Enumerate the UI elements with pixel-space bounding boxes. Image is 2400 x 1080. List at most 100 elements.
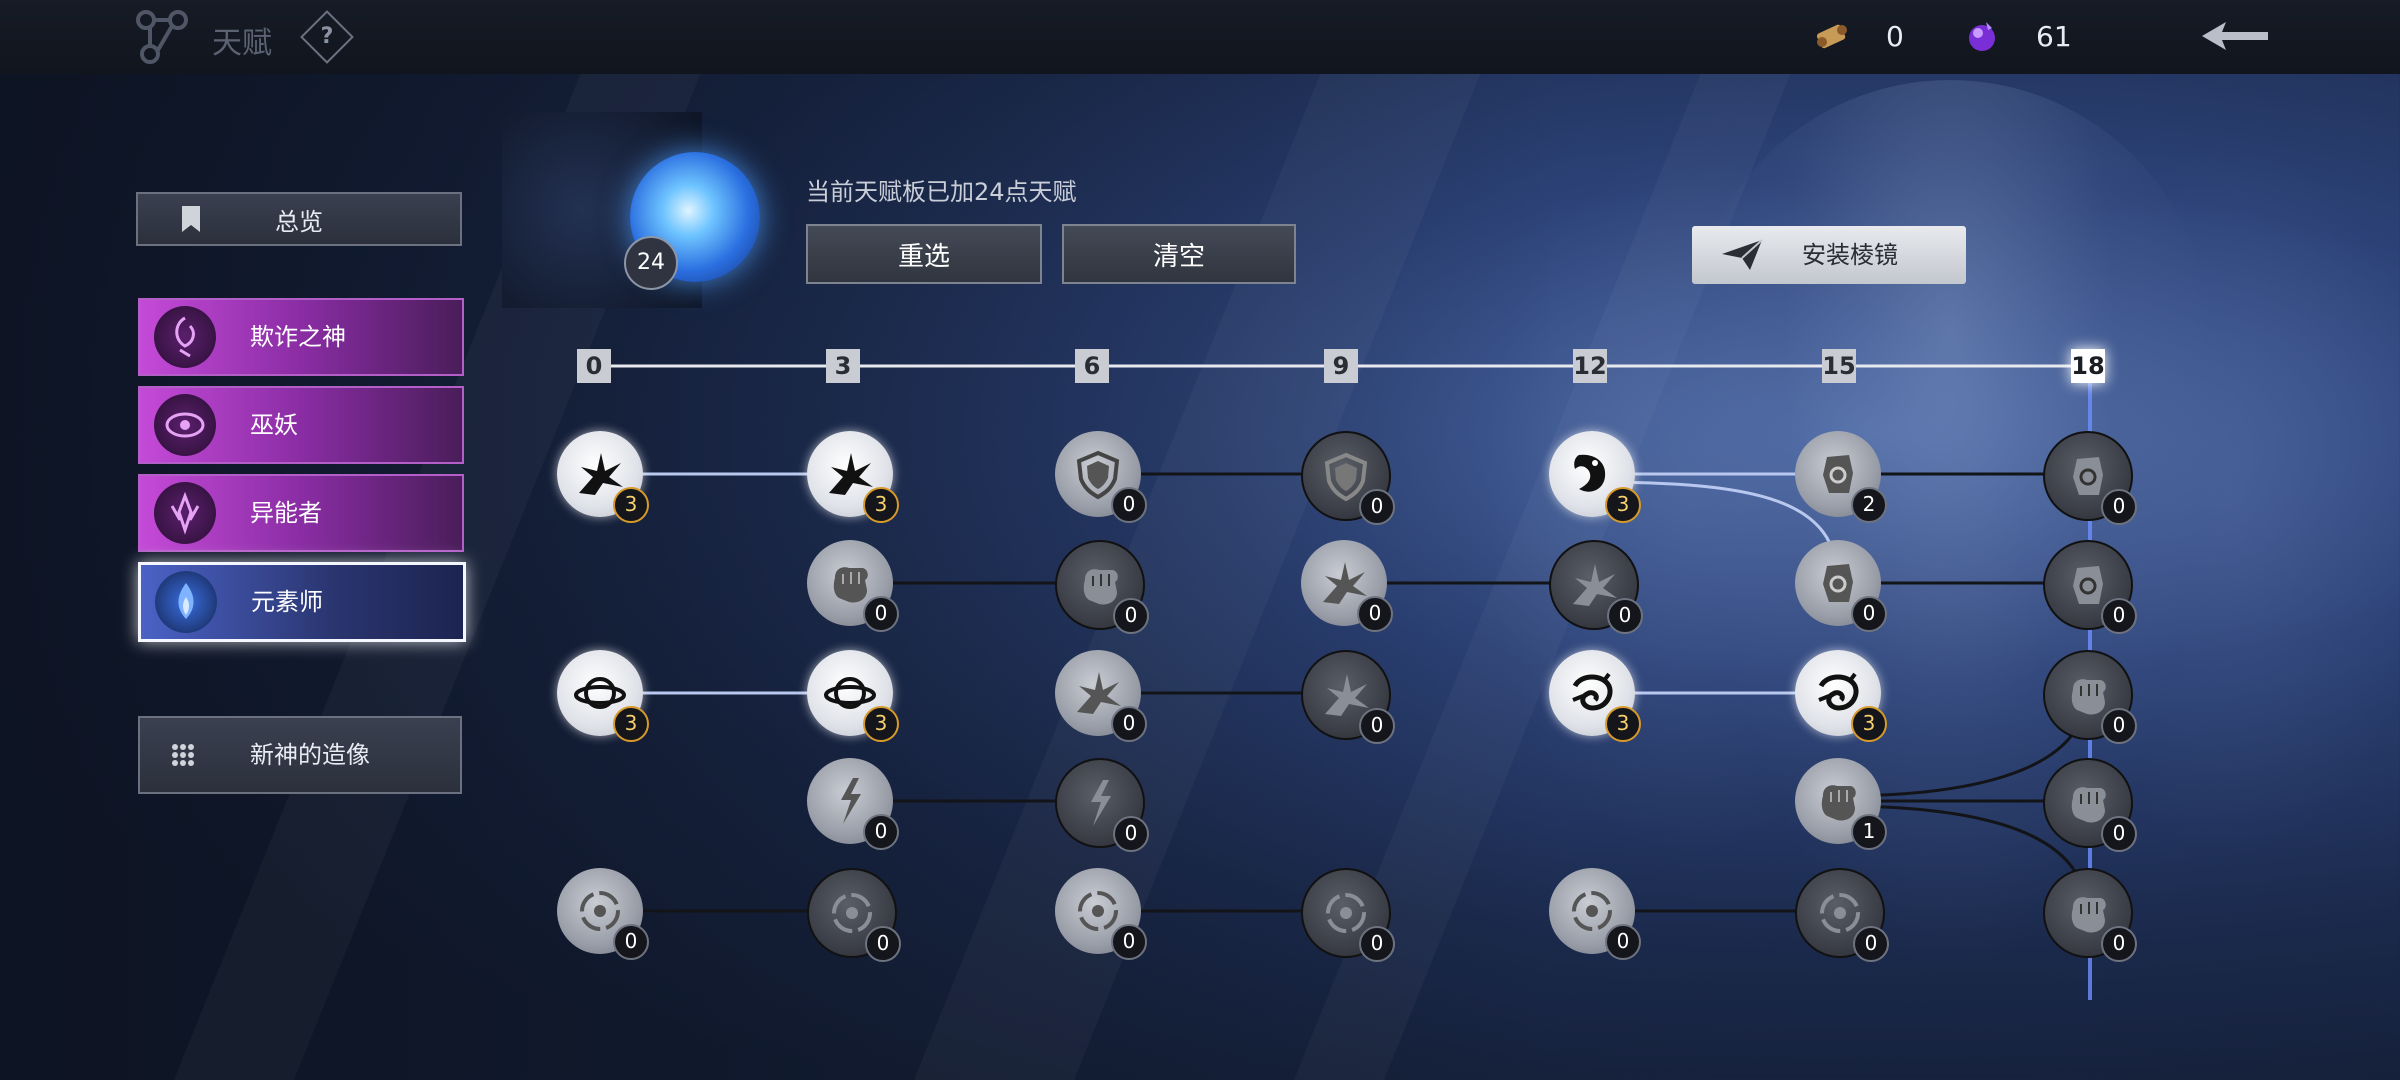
talent-count: 2 [1851, 487, 1887, 523]
category-label: 元素师 [251, 588, 323, 616]
elementalist-flame-icon [155, 571, 217, 633]
talent-network-icon [136, 10, 188, 64]
category-elementalist[interactable]: 元素师 [138, 562, 466, 642]
talent-node[interactable]: 0 [1055, 758, 1149, 852]
talent-count: 0 [1359, 708, 1395, 744]
talent-count: 0 [2101, 926, 2137, 962]
talent-count: 0 [1359, 489, 1395, 525]
fist-icon [833, 567, 868, 603]
talent-node[interactable]: 0 [1795, 540, 1887, 632]
scroll-icon [1816, 24, 1847, 49]
talent-node[interactable]: 0 [1301, 431, 1395, 525]
reset-button[interactable]: 重选 [806, 224, 1042, 284]
category-esper[interactable]: 异能者 [138, 474, 464, 552]
fist-icon [1821, 785, 1856, 821]
talent-count: 0 [863, 596, 899, 632]
burst-icon [829, 453, 873, 495]
tier-tick: 12 [1573, 349, 1607, 383]
category-lich[interactable]: 巫妖 [138, 386, 464, 464]
beast-icon [1574, 454, 1606, 492]
overview-label: 总览 [275, 207, 323, 236]
element-cycle-icon [832, 893, 872, 933]
talent-count: 3 [863, 487, 899, 523]
bookmark-icon [182, 206, 200, 232]
clear-label: 清空 [1152, 241, 1205, 272]
element-cycle-icon [580, 891, 620, 931]
talent-count: 0 [1111, 924, 1147, 960]
lich-eye-icon [154, 394, 216, 456]
talent-node[interactable]: 0 [807, 540, 899, 632]
talent-node[interactable]: 0 [1301, 540, 1393, 632]
talent-count: 3 [1851, 706, 1887, 742]
fist-icon [2071, 897, 2106, 933]
burst-icon [1077, 672, 1121, 714]
tier-tick: 0 [577, 349, 611, 383]
talent-count: 3 [1605, 706, 1641, 742]
talent-count: 0 [1605, 924, 1641, 960]
talent-count: 0 [613, 924, 649, 960]
talent-node[interactable]: 0 [807, 758, 899, 850]
tier-tick: 9 [1324, 349, 1358, 383]
grid-dots-icon [172, 744, 194, 766]
talent-node[interactable]: 0 [1549, 868, 1641, 960]
element-cycle-icon [1820, 893, 1860, 933]
talent-node[interactable]: 0 [1549, 540, 1643, 634]
resource-crystal: 61 [1962, 18, 2072, 54]
talent-count: 1 [1851, 814, 1887, 850]
talent-node[interactable]: 0 [2043, 868, 2137, 962]
talent-node[interactable]: 0 [557, 868, 649, 960]
gauntlet-icon [1823, 455, 1853, 493]
talent-node[interactable]: 3 [1795, 650, 1887, 742]
talent-count: 0 [1111, 706, 1147, 742]
clear-button[interactable]: 清空 [1062, 224, 1296, 284]
talent-node[interactable]: 2 [1795, 431, 1887, 523]
install-prism-label: 安装棱镜 [1802, 241, 1898, 269]
talent-count: 0 [1357, 596, 1393, 632]
tier-tick-current: 18 [2071, 349, 2105, 383]
back-arrow-icon[interactable] [2200, 20, 2270, 52]
talent-node[interactable]: 3 [1549, 431, 1641, 523]
category-label: 异能者 [250, 499, 322, 527]
new-god-statue-button[interactable]: 新神的造像 [138, 716, 462, 794]
talent-node[interactable]: 3 [557, 431, 649, 523]
talent-node[interactable]: 0 [1055, 540, 1149, 634]
overview-button[interactable]: 总览 [136, 192, 462, 246]
talent-node[interactable]: 0 [1055, 650, 1147, 742]
talent-count: 0 [2101, 816, 2137, 852]
element-cycle-icon [1078, 891, 1118, 931]
talent-node[interactable]: 3 [807, 650, 899, 742]
category-trickster-god[interactable]: 欺诈之神 [138, 298, 464, 376]
burst-icon [579, 453, 623, 495]
talent-node[interactable]: 3 [557, 650, 649, 742]
category-label: 欺诈之神 [250, 323, 346, 351]
talent-node[interactable]: 0 [1301, 868, 1395, 962]
talent-node[interactable]: 0 [1301, 650, 1395, 744]
reset-label: 重选 [897, 241, 950, 272]
talent-node[interactable]: 0 [2043, 650, 2137, 744]
talent-node[interactable]: 0 [1795, 868, 1889, 962]
lightning-icon [841, 778, 861, 824]
talent-count: 0 [1359, 926, 1395, 962]
burst-icon [1323, 562, 1367, 604]
talent-count: 0 [1111, 487, 1147, 523]
element-cycle-icon [1326, 893, 1366, 933]
install-prism-button[interactable]: 安装棱镜 [1692, 226, 1966, 284]
talent-node[interactable]: 0 [1055, 868, 1147, 960]
talent-node[interactable]: 0 [2043, 431, 2137, 525]
talent-node[interactable]: 0 [2043, 758, 2137, 852]
talent-count: 3 [613, 706, 649, 742]
talent-node[interactable]: 3 [807, 431, 899, 523]
talent-node[interactable]: 0 [807, 868, 901, 962]
fist-icon [2071, 679, 2106, 715]
talent-node[interactable]: 3 [1549, 650, 1641, 742]
talent-node[interactable]: 0 [2043, 540, 2137, 634]
talent-count: 0 [1113, 598, 1149, 634]
new-god-statue-label: 新神的造像 [250, 741, 370, 769]
talent-count: 0 [865, 926, 901, 962]
talent-node[interactable]: 1 [1795, 758, 1887, 850]
talent-count: 0 [1607, 598, 1643, 634]
tier-tick: 6 [1075, 349, 1109, 383]
talent-node[interactable]: 0 [1055, 431, 1147, 523]
